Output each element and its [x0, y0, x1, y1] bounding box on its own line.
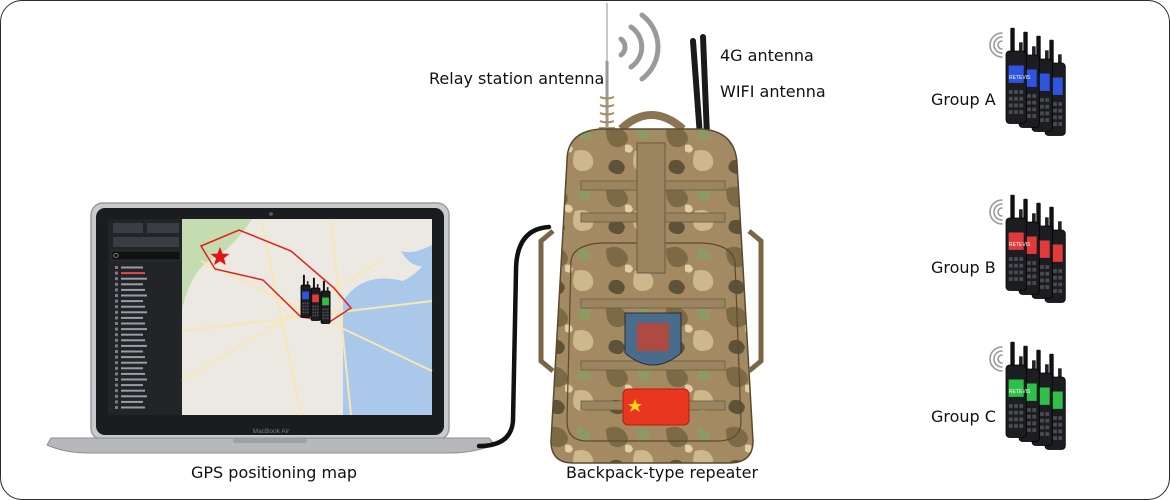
geofence-outline	[199, 229, 353, 322]
laptop-camera	[269, 212, 273, 216]
signal-waves-icon	[989, 32, 1003, 58]
map-dispatch-button[interactable]	[113, 237, 179, 247]
laptop-brand-label: MacBook Air	[253, 428, 290, 435]
radio-brand-label: RETEVIS	[1009, 75, 1031, 81]
map-radio-markers	[300, 274, 331, 324]
group-b-label: Group B	[931, 258, 996, 277]
laptop: MacBook Air	[46, 202, 496, 454]
member-list	[115, 266, 147, 409]
radio-group-b: RETEVIS	[989, 194, 1066, 303]
data-cable	[476, 224, 552, 449]
webbing-strap	[580, 298, 726, 309]
backpack-repeater	[538, 111, 764, 464]
radio-group-c: RETEVIS	[989, 341, 1066, 450]
radio-group-a: RETEVIS	[989, 27, 1066, 136]
map-sidebar	[108, 219, 182, 415]
map-park	[182, 219, 252, 309]
target-star-icon	[210, 247, 230, 266]
4g-antenna-label: 4G antenna	[720, 46, 814, 65]
flag-patch	[622, 388, 690, 426]
signal-waves-icon	[618, 12, 661, 82]
map-search-input[interactable]	[111, 250, 181, 261]
map-tab-2[interactable]	[147, 223, 179, 233]
backpack-handle	[618, 111, 686, 133]
group-a-label: Group A	[931, 90, 996, 109]
search-icon	[113, 252, 119, 259]
map-tab-1[interactable]	[113, 223, 143, 233]
laptop-caption: GPS positioning map	[191, 463, 358, 482]
radio-brand-label: RETEVIS	[1009, 389, 1031, 395]
signal-waves-icon	[989, 199, 1003, 225]
backpack-caption: Backpack-type repeater	[566, 463, 759, 482]
relay-antenna-label: Relay station antenna	[429, 69, 605, 88]
wifi-antenna-label: WIFI antenna	[720, 82, 826, 101]
laptop-notch	[233, 438, 307, 443]
signal-waves-icon	[989, 346, 1003, 372]
radio-groups: RETEVIS RETEVIS RETEVIS	[989, 27, 1066, 450]
map-sea	[343, 251, 432, 415]
map-bay	[401, 245, 432, 267]
radio-brand-label: RETEVIS	[1009, 242, 1031, 248]
4g-wifi-antennas	[690, 34, 710, 139]
group-c-label: Group C	[931, 407, 996, 426]
